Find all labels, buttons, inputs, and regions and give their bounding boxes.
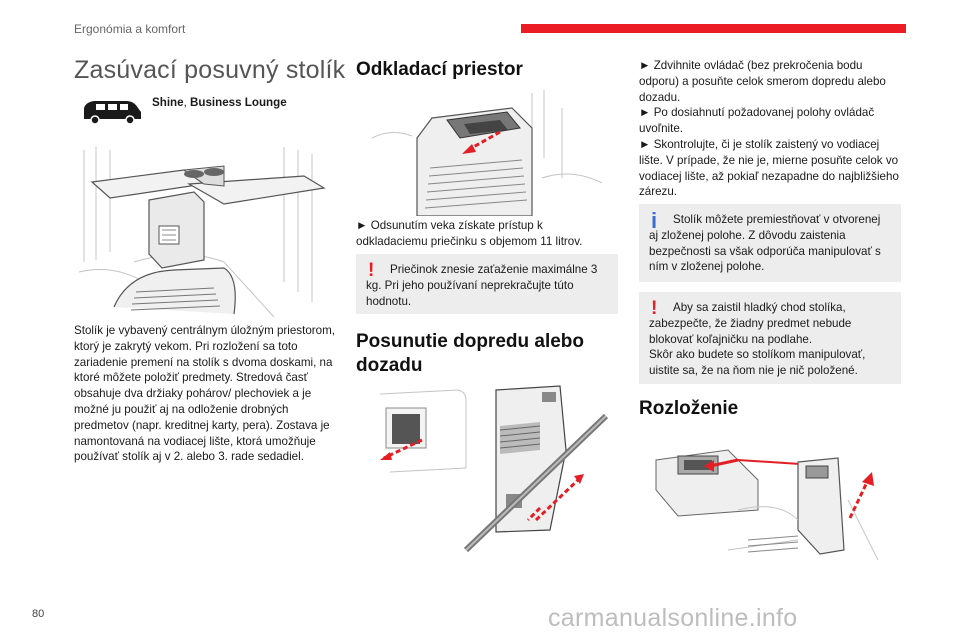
page-number: 80 <box>32 608 45 620</box>
sliding-table-illustration <box>74 142 336 325</box>
info-note: i Stolík môžete premiestňovať v otvorene… <box>639 204 901 282</box>
van-icon <box>80 98 144 131</box>
info-icon: i <box>651 208 658 233</box>
warning-load: ! Priečinok znesie zaťaženie maximálne 3… <box>356 254 618 314</box>
section-title: Ergonómia a komfort <box>74 22 186 36</box>
heading-unfold: Rozloženie <box>639 398 739 419</box>
unfold-illustration <box>648 440 898 567</box>
warning-rail: ! Aby sa zaistil hladký chod stolíka, za… <box>639 292 901 384</box>
step-item: ► Po dosiahnutí požadovanej polohy ovlád… <box>639 106 875 136</box>
warning-icon: ! <box>368 260 375 281</box>
heading-slide: Posunutie dopredu alebo dozadu <box>356 331 585 376</box>
intro-paragraph: Stolík je vybavený centrálnym úložným pr… <box>74 324 335 464</box>
versions-label: Shine, Business Lounge <box>152 96 287 109</box>
watermark: carmanualsonline.info <box>548 604 798 632</box>
heading-storage: Odkladací priestor <box>356 59 523 80</box>
step-item: ► Zdvihnite ovládač (bez prekročenia bod… <box>639 59 886 104</box>
step-open-lid: ► Odsunutím veka získate prístup k odkla… <box>356 219 583 248</box>
section-accent-bar <box>521 24 906 33</box>
slide-illustration <box>370 380 620 565</box>
step-item: ► Skontrolujte, či je stolík zaistený vo… <box>639 137 899 199</box>
storage-compartment-illustration <box>371 88 603 221</box>
warning-icon: ! <box>651 298 658 319</box>
steps-list: ► Zdvihnite ovládač (bez prekročenia bod… <box>639 58 901 200</box>
page-title: Zasúvací posuvný stolík <box>74 56 346 84</box>
